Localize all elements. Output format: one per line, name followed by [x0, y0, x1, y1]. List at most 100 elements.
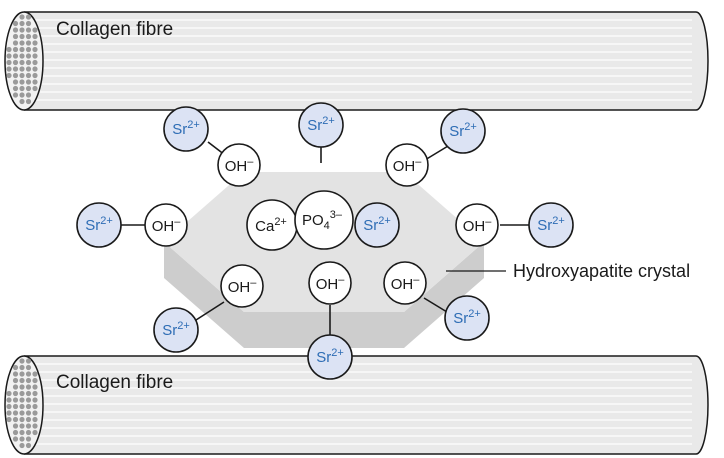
fibre-bottom-stripes: [26, 363, 692, 445]
hydroxide-ion: OH–: [385, 143, 429, 187]
fibril-dot: [25, 423, 32, 429]
fibril-dot: [12, 53, 19, 59]
fibril-dot: [6, 410, 12, 416]
fibril-dot: [25, 416, 32, 423]
fibril-dot: [12, 364, 19, 371]
fibril-dot: [6, 72, 12, 79]
fibril-dot: [19, 436, 25, 442]
svg-text:Ca2+: Ca2+: [255, 216, 287, 235]
fibril-dot: [19, 46, 25, 53]
fibril-dot: [19, 53, 25, 59]
fibril-dot: [19, 423, 25, 429]
svg-text:OH–: OH–: [152, 216, 182, 235]
fibril-dot: [19, 403, 25, 410]
fibril-dot: [25, 40, 32, 46]
fibril-dot: [25, 33, 32, 40]
fibre-top-stripes: [26, 19, 692, 101]
fibril-dot: [32, 46, 38, 53]
svg-text:OH–: OH–: [391, 274, 421, 293]
fibre-top-fibrils: [6, 14, 38, 105]
svg-text:OH–: OH–: [393, 156, 423, 175]
fibre-bottom-fibrils: [6, 358, 38, 449]
svg-text:Sr2+: Sr2+: [453, 308, 481, 327]
fibril-dot: [32, 410, 38, 416]
fibril-dot: [19, 384, 25, 390]
fibril-dot: [19, 27, 25, 33]
fibril-dot: [12, 436, 19, 442]
hydroxyapatite-crystal-label: Hydroxyapatite crystal: [513, 261, 690, 281]
fibre-bottom-end-cap: [695, 355, 709, 455]
fibril-dot: [6, 46, 12, 53]
fibril-dot: [25, 66, 32, 72]
fibril-dot: [6, 403, 12, 410]
svg-text:Sr2+: Sr2+: [162, 320, 190, 339]
fibril-dot: [32, 423, 38, 429]
fibril-dot: [12, 410, 19, 416]
svg-text:OH–: OH–: [463, 216, 493, 235]
fibril-dot: [19, 371, 25, 377]
fibril-dot: [12, 371, 19, 377]
fibril-dot: [25, 429, 32, 436]
fibril-dot: [32, 53, 38, 59]
svg-text:Sr2+: Sr2+: [316, 347, 344, 366]
hydroxide-ion: OH–: [383, 261, 427, 305]
fibril-dot: [25, 27, 32, 33]
fibril-dot: [12, 403, 19, 410]
fibril-dot: [25, 20, 32, 27]
fibril-dot: [25, 79, 32, 85]
fibril-dot: [19, 85, 25, 92]
fibril-dot: [12, 20, 19, 27]
fibril-dot: [19, 429, 25, 436]
strontium-ion: Sr2+: [76, 202, 122, 248]
fibril-dot: [32, 371, 38, 377]
fibril-dot: [25, 397, 32, 403]
fibril-dot: [12, 92, 19, 98]
collagen-fibre-top: Collagen fibre: [4, 11, 709, 111]
hydroxyapatite-crystal: Hydroxyapatite crystal: [164, 172, 690, 348]
fibril-dot: [6, 66, 12, 72]
fibril-dot: [32, 397, 38, 403]
strontium-ion: Sr2+: [153, 307, 199, 353]
fibril-dot: [12, 397, 19, 403]
fibril-dot: [19, 377, 25, 384]
strontium-ion: Sr2+: [354, 202, 400, 248]
fibril-dot: [19, 33, 25, 40]
svg-text:Sr2+: Sr2+: [307, 115, 335, 134]
fibril-dot: [19, 358, 25, 364]
svg-text:OH–: OH–: [225, 156, 255, 175]
fibril-dot: [12, 33, 19, 40]
fibril-dot: [25, 403, 32, 410]
fibril-dot: [32, 79, 38, 85]
fibril-dot: [12, 66, 19, 72]
fibril-dot: [6, 390, 12, 397]
fibril-dot: [25, 85, 32, 92]
fibril-dot: [25, 14, 32, 20]
fibril-dot: [19, 40, 25, 46]
fibril-dot: [32, 85, 38, 92]
svg-text:Sr2+: Sr2+: [363, 215, 391, 234]
fibril-dot: [6, 59, 12, 66]
fibril-dot: [25, 390, 32, 397]
fibril-dot: [6, 397, 12, 403]
fibril-dot: [32, 384, 38, 390]
fibril-dot: [32, 390, 38, 397]
fibril-dot: [25, 436, 32, 442]
fibril-dot: [19, 364, 25, 371]
svg-text:Sr2+: Sr2+: [85, 215, 113, 234]
hydroxide-ion: OH–: [144, 203, 188, 247]
fibril-dot: [12, 40, 19, 46]
collagen-fibre-top-label: Collagen fibre: [56, 19, 173, 40]
hydroxide-ion: OH–: [455, 203, 499, 247]
fibril-dot: [19, 92, 25, 98]
calcium-ion: Ca2+: [246, 199, 298, 251]
fibril-dot: [12, 423, 19, 429]
collagen-fibre-bottom-label: Collagen fibre: [56, 372, 173, 393]
svg-text:Sr2+: Sr2+: [537, 215, 565, 234]
fibril-dot: [32, 72, 38, 79]
svg-text:PO43–: PO43–: [302, 209, 343, 232]
fibril-dot: [25, 371, 32, 377]
svg-text:OH–: OH–: [316, 274, 346, 293]
fibril-dot: [32, 429, 38, 436]
